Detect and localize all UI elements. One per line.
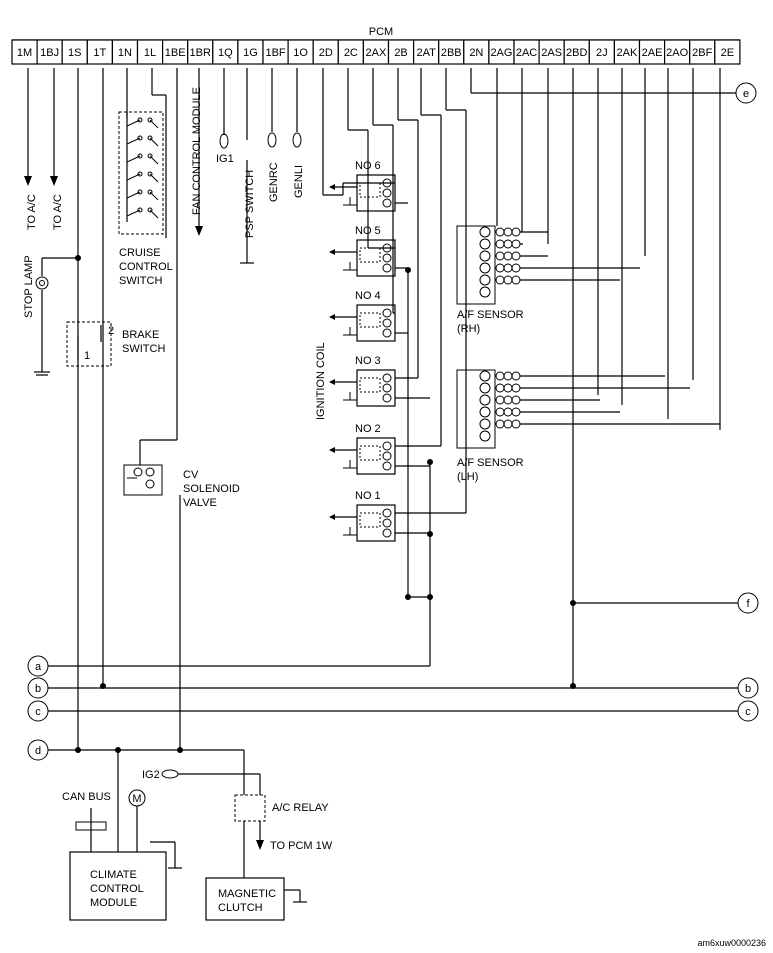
pcm-pin: 1BJ xyxy=(40,47,59,59)
svg-text:CLIMATE: CLIMATE xyxy=(90,869,137,881)
pcm-pin: 1S xyxy=(68,47,81,59)
svg-text:MODULE: MODULE xyxy=(90,897,137,909)
pcm-pin: 2J xyxy=(596,47,608,59)
svg-text:NO 2: NO 2 xyxy=(355,423,381,435)
reference-code: am6xuw0000236 xyxy=(697,938,766,948)
svg-text:VALVE: VALVE xyxy=(183,497,217,509)
to-ac-label-1: TO A/C xyxy=(26,194,38,230)
stop-lamp-icon xyxy=(35,276,49,290)
pcm-pin: 2B xyxy=(394,47,407,59)
pcm-pin: 2BB xyxy=(441,47,462,59)
ac-relay-label: A/C RELAY xyxy=(272,802,329,814)
ig2-label: IG2 xyxy=(142,769,160,781)
ig1-label: IG1 xyxy=(216,153,234,165)
svg-text:(LH): (LH) xyxy=(457,471,478,483)
pcm-pin: 2N xyxy=(469,47,483,59)
svg-text:SWITCH: SWITCH xyxy=(119,275,162,287)
svg-text:A/F SENSOR: A/F SENSOR xyxy=(457,309,524,321)
svg-text:2: 2 xyxy=(108,325,114,337)
svg-text:e: e xyxy=(743,88,749,100)
connector-f: f xyxy=(737,592,759,614)
pcm-pin: 1BF xyxy=(265,47,285,59)
pcm-pin: 2AS xyxy=(541,47,562,59)
pcm-title: PCM xyxy=(369,26,393,38)
cv-solenoid-valve xyxy=(123,464,163,496)
pcm-pin: 1BR xyxy=(190,47,211,59)
pcm-pin: 2BD xyxy=(566,47,587,59)
connector-d: d xyxy=(27,739,49,761)
pcm-pin: 2C xyxy=(344,47,358,59)
svg-text:SWITCH: SWITCH xyxy=(122,343,165,355)
cruise-control-switch xyxy=(118,111,164,235)
svg-text:1: 1 xyxy=(84,350,90,362)
svg-text:CLUTCH: CLUTCH xyxy=(218,902,263,914)
psp-switch-label: PSP SWITCH xyxy=(244,170,256,238)
af-sensor-lh: A/F SENSOR (LH) xyxy=(456,369,720,483)
svg-text:A/F SENSOR: A/F SENSOR xyxy=(457,457,524,469)
pcm-pin: 2AO xyxy=(666,47,688,59)
genrc-label: GENRC xyxy=(268,162,280,202)
pcm-pin: 1N xyxy=(118,47,132,59)
pcm-pin: 2BF xyxy=(692,47,712,59)
svg-text:b: b xyxy=(745,683,751,695)
pcm-pin: 1G xyxy=(243,47,258,59)
af-sensor-rh: A/F SENSOR (RH) xyxy=(456,225,640,335)
pcm-pin: 2D xyxy=(319,47,333,59)
svg-text:a: a xyxy=(35,661,42,673)
ignition-coil-no-3: NO 3 xyxy=(329,355,430,407)
ignition-coil-no-5: NO 5 xyxy=(329,225,408,277)
connector-c-left: c xyxy=(27,700,49,722)
stop-lamp-label: STOP LAMP xyxy=(23,255,35,318)
pcm-connector: PCM 1M 1BJ 1S 1T 1N 1L 1BE 1BR 1Q 1G 1BF 1O 2D 2C 2AX 2… xyxy=(11,26,741,65)
svg-text:CONTROL: CONTROL xyxy=(119,261,173,273)
ignition-coil-no-4: NO 4 xyxy=(329,290,408,342)
svg-text:SOLENOID: SOLENOID xyxy=(183,483,240,495)
svg-text:M: M xyxy=(132,793,141,805)
to-ac-label-2: TO A/C xyxy=(52,194,64,230)
can-bus-label: CAN BUS xyxy=(62,791,111,803)
pcm-pin: 1BE xyxy=(165,47,186,59)
to-pcm-1w-label: TO PCM 1W xyxy=(270,840,333,852)
connector-a: a xyxy=(27,655,49,677)
brake-switch-label: BRAKE xyxy=(122,329,159,341)
pcm-pin: 1L xyxy=(144,47,156,59)
magnetic-clutch xyxy=(205,877,285,921)
cruise-label: CRUISE xyxy=(119,247,161,259)
pcm-pin: 1Q xyxy=(218,47,233,59)
brake-switch xyxy=(66,321,112,367)
ignition-coil-label: IGNITION COIL xyxy=(315,342,327,420)
pcm-pin: 2AE xyxy=(642,47,663,59)
pcm-pin: 2AT xyxy=(416,47,436,59)
pcm-pin: 2AX xyxy=(366,47,387,59)
pcm-pin: 2AC xyxy=(516,47,537,59)
svg-text:NO 4: NO 4 xyxy=(355,290,381,302)
svg-text:c: c xyxy=(745,706,751,718)
cv-label: CV xyxy=(183,469,199,481)
svg-text:CONTROL: CONTROL xyxy=(90,883,144,895)
fan-control-module-label: FAN CONTROL MODULE xyxy=(191,87,203,215)
pcm-pin: 1O xyxy=(293,47,308,59)
connector-b-right: b xyxy=(737,677,759,699)
connector-c-right: c xyxy=(737,700,759,722)
svg-text:d: d xyxy=(35,745,41,757)
connector-b-left: b xyxy=(27,677,49,699)
ignition-coil-no-2: NO 2 xyxy=(329,423,441,475)
svg-text:f: f xyxy=(746,598,750,610)
svg-text:MAGNETIC: MAGNETIC xyxy=(218,888,276,900)
svg-text:b: b xyxy=(35,683,41,695)
ac-relay xyxy=(234,794,266,822)
pcm-pin: 1T xyxy=(93,47,106,59)
svg-text:NO 3: NO 3 xyxy=(355,355,381,367)
genli-label: GENLI xyxy=(293,165,305,198)
pcm-pin: 2AK xyxy=(617,47,638,59)
svg-text:NO 1: NO 1 xyxy=(355,490,381,502)
pcm-pin: 1M xyxy=(17,47,32,59)
pcm-pin: 2AG xyxy=(490,47,512,59)
svg-text:c: c xyxy=(35,706,41,718)
connector-e: e xyxy=(735,82,757,104)
svg-text:(RH): (RH) xyxy=(457,323,480,335)
ignition-coil-no-1: NO 1 xyxy=(329,490,466,542)
pcm-pin: 2E xyxy=(721,47,734,59)
